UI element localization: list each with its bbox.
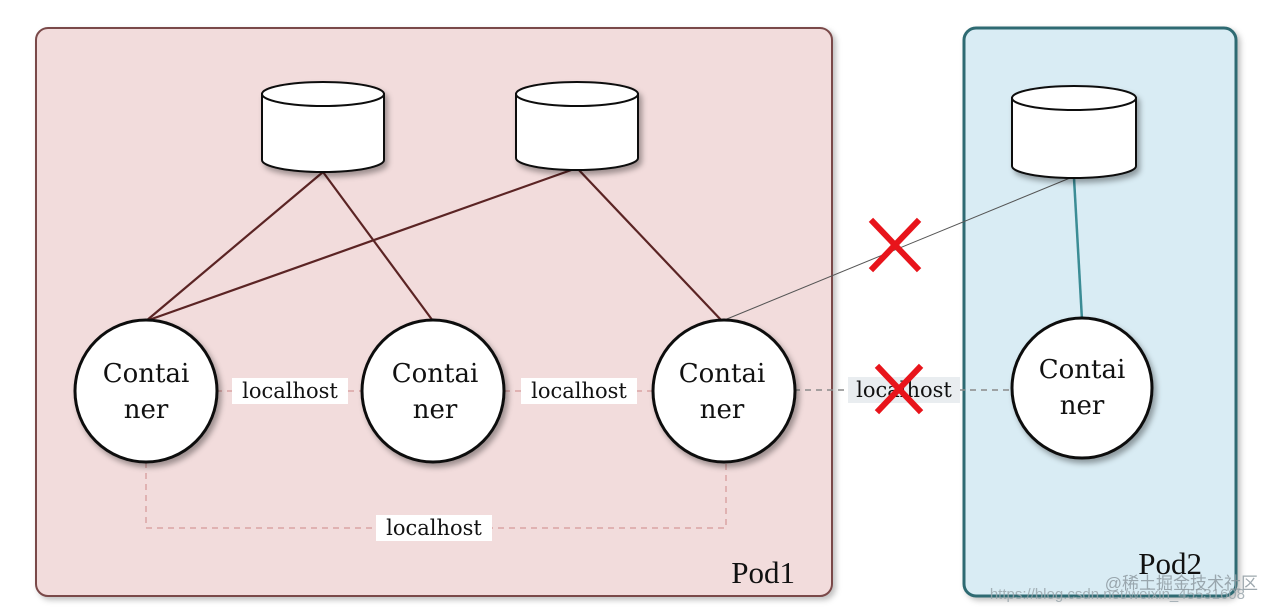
container-2-label-line1: Contai xyxy=(392,359,479,389)
container-1: Contai ner xyxy=(73,318,219,464)
cross-icon xyxy=(868,217,922,273)
container-1-label-line2: ner xyxy=(124,395,169,425)
container-2-label-line2: ner xyxy=(413,395,458,425)
container-4-label-line1: Contai xyxy=(1039,355,1126,385)
container-1-label-line1: Contai xyxy=(103,359,190,389)
container-4: Contai ner xyxy=(1010,316,1154,460)
container-4-label-line2: ner xyxy=(1060,391,1105,421)
pod1-label: Pod1 xyxy=(731,555,795,590)
volume-links-pod1 xyxy=(145,166,723,323)
pod2-label: Pod2 xyxy=(1138,546,1202,581)
container-2: Contai ner xyxy=(360,318,506,464)
watermark-brand: @稀土掘金技术社区 xyxy=(1105,574,1258,593)
pod1-box xyxy=(35,27,833,597)
container-3-label-line1: Contai xyxy=(679,359,766,389)
cross-icon xyxy=(874,363,924,415)
volume-cylinder-2 xyxy=(515,81,639,171)
volume-link-pod2 xyxy=(1072,177,1084,321)
localhost-label-c1-c2: localhost xyxy=(242,379,338,403)
volume-cylinder-1 xyxy=(261,81,385,173)
container-3: Contai ner xyxy=(651,318,797,464)
localhost-label-c2-c3: localhost xyxy=(531,379,627,403)
watermark-url: https://blog.csdn.net/weixin_45531608 xyxy=(990,586,1245,603)
volume-cylinder-3 xyxy=(1011,85,1137,179)
container-3-label-line2: ner xyxy=(700,395,745,425)
localhost-label-c1-c3: localhost xyxy=(386,516,482,540)
